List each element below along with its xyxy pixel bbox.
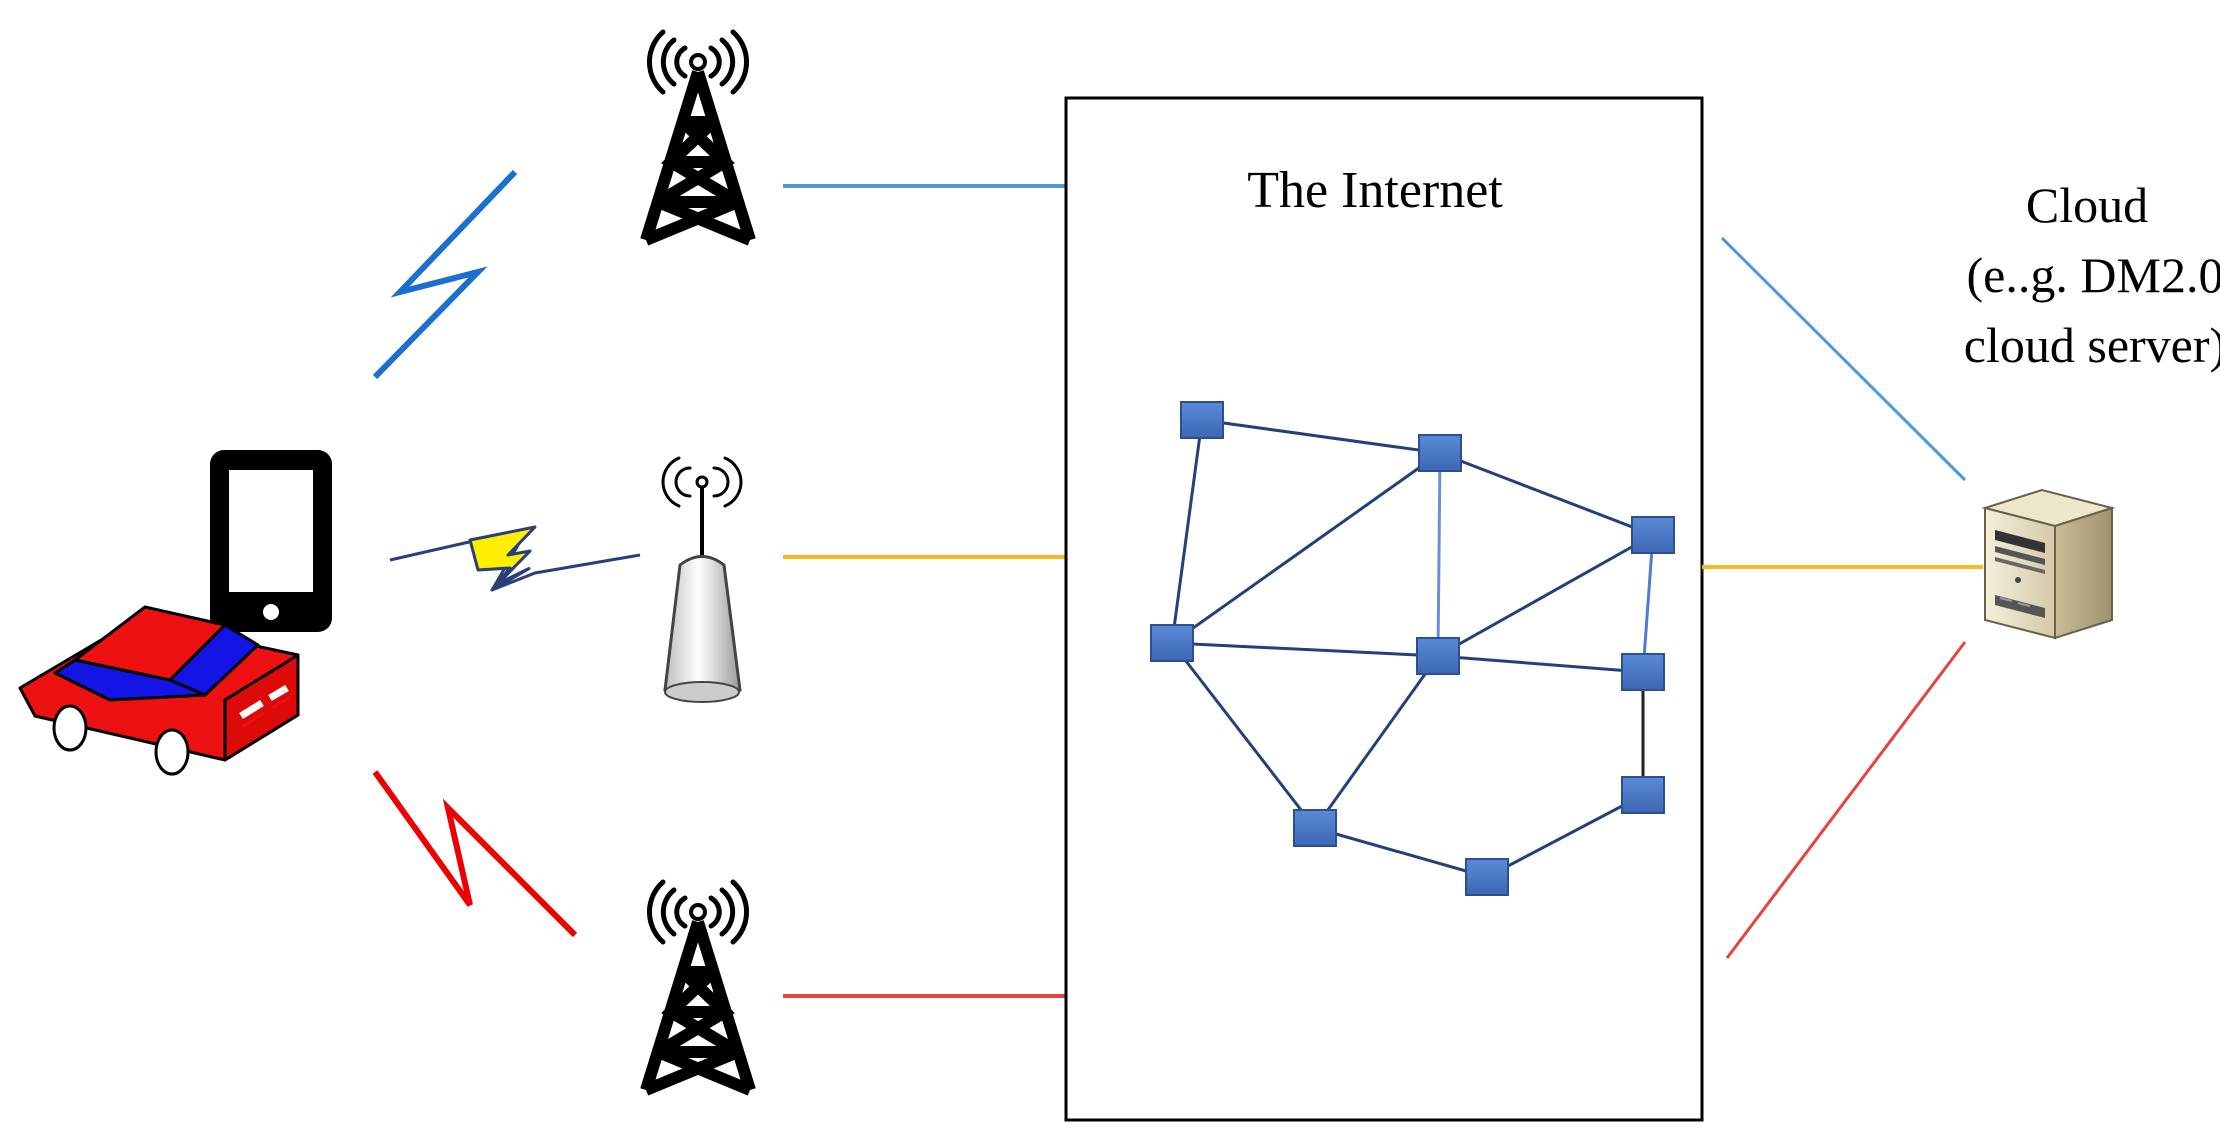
network-edges xyxy=(1170,418,1655,879)
backhaul-links xyxy=(1702,236,1983,959)
car-icon xyxy=(18,605,300,776)
internet-title: The Internet xyxy=(1247,162,1503,219)
cloud-label-line-3: cloud server) xyxy=(1964,317,2220,373)
server-icon xyxy=(1981,488,2116,640)
cloud-label: Cloud (e..g. DM2.0 cloud server) xyxy=(1964,177,2220,373)
wifi-access-point-icon xyxy=(661,456,743,703)
cloud-label-line-1: Cloud xyxy=(2026,177,2148,233)
access-links xyxy=(783,184,1066,998)
lightning-bolt-icon xyxy=(372,169,641,938)
internet-box: The Internet xyxy=(1064,96,1704,1122)
cell-tower-icon xyxy=(646,32,750,240)
cloud-label-line-2: (e..g. DM2.0 xyxy=(1967,247,2220,303)
cell-tower-icon xyxy=(646,882,750,1090)
smartphone-icon xyxy=(210,450,332,632)
